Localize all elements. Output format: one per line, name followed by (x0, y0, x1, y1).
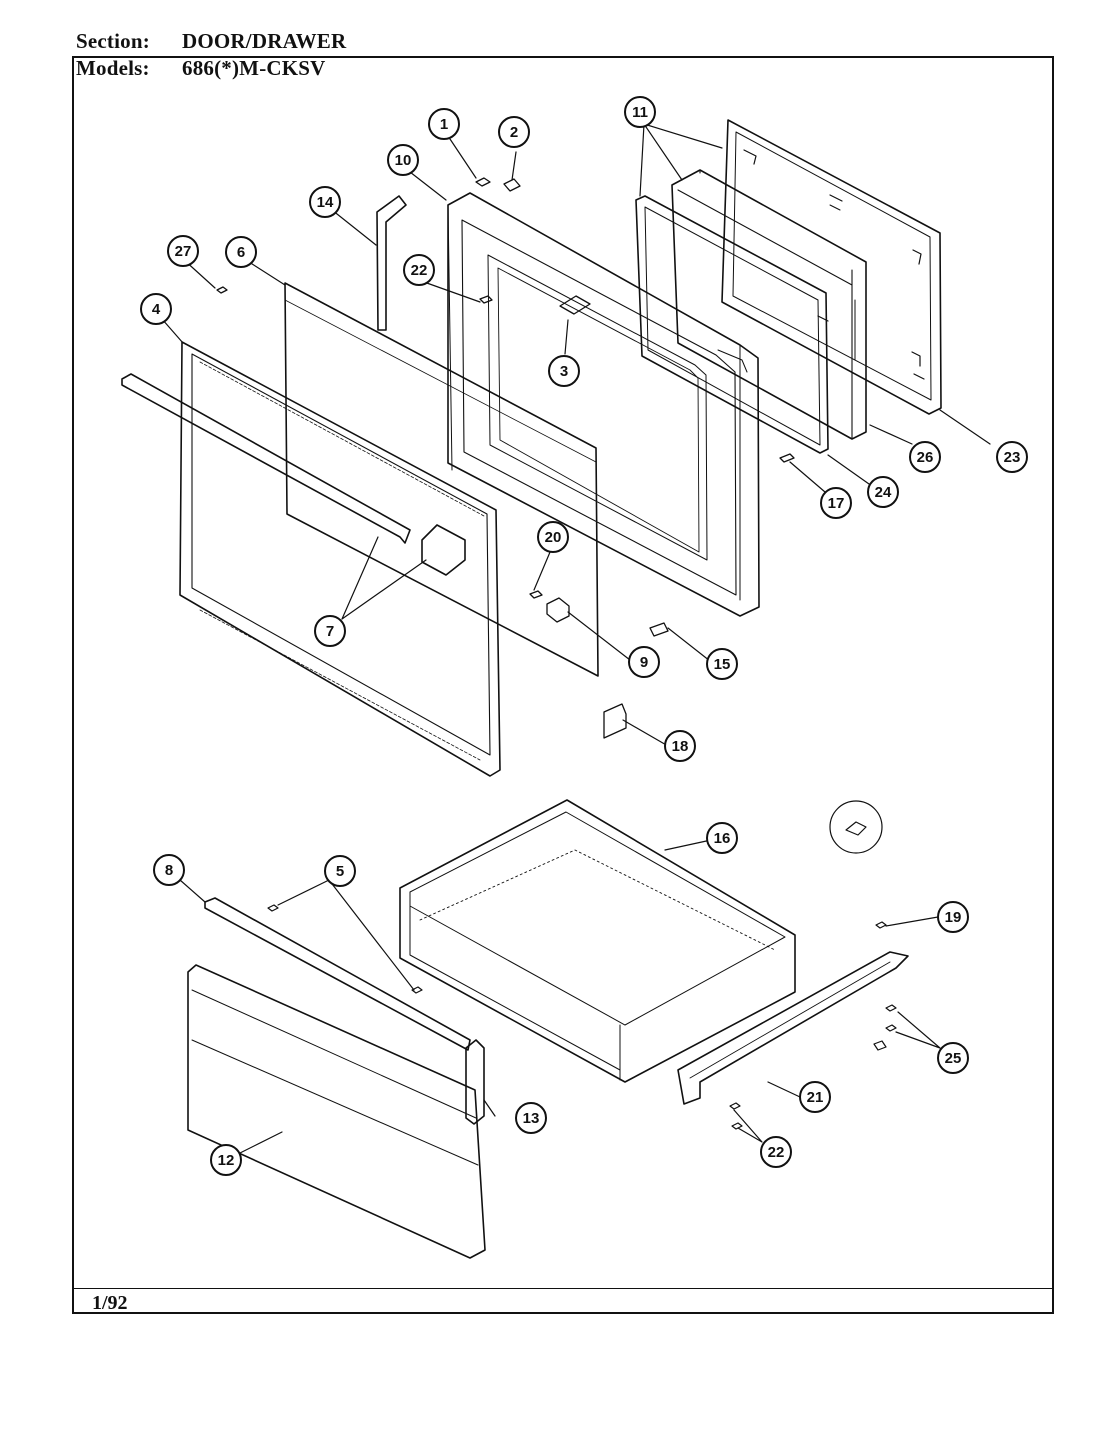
callout-bubble (799, 1081, 831, 1113)
callout-number: 1 (440, 116, 448, 133)
part-10-door-liner (447, 192, 760, 617)
callout-bubble (167, 235, 199, 267)
models-value: 686(*)M-CKSV (182, 56, 326, 80)
revision-date: 1/92 (92, 1292, 128, 1314)
callout-number: 11 (632, 104, 648, 121)
callout-bubble (867, 476, 899, 508)
callout-number: 14 (317, 194, 334, 211)
callout-number: 26 (917, 449, 934, 466)
callout-number: 3 (560, 363, 568, 380)
part-14-trim-strip (376, 195, 407, 331)
callout-number: 7 (326, 623, 334, 640)
callout-number: 24 (875, 484, 892, 501)
callout-number: 5 (336, 863, 344, 880)
callout-number: 20 (545, 529, 562, 546)
callout-bubble (624, 96, 656, 128)
callout-bubble (498, 116, 530, 148)
callout-bubble (515, 1102, 547, 1134)
callout-number: 22 (411, 262, 428, 279)
callout-bubble (706, 822, 738, 854)
callout-bubble (706, 648, 738, 680)
callout-number: 10 (395, 152, 412, 169)
leader-lines (161, 123, 991, 1155)
footer-divider (72, 1288, 1054, 1289)
callout-number: 25 (945, 1050, 962, 1067)
callout-number: 23 (1004, 449, 1021, 466)
part-12-drawer-front (187, 964, 486, 1259)
part-24-inner-glass (635, 195, 829, 454)
part-7-handle (121, 373, 466, 576)
callout-bubble (937, 901, 969, 933)
callout-bubble (996, 441, 1028, 473)
callout-number: 4 (152, 301, 161, 318)
part-16-drawer-body (399, 799, 796, 1083)
small-hardware (216, 177, 795, 739)
callout-number: 22 (768, 1144, 785, 1161)
callout-bubble (820, 487, 852, 519)
part-13-end-cap (465, 1039, 485, 1125)
callout-bubble (314, 615, 346, 647)
models-label: Models: (76, 56, 150, 80)
callout-bubble (760, 1136, 792, 1168)
callout-number: 21 (807, 1089, 824, 1106)
drawer-hardware (267, 800, 897, 1130)
callout-bubble (309, 186, 341, 218)
callout-bubble (548, 355, 580, 387)
callout-bubble (324, 855, 356, 887)
section-label: Section: (76, 29, 150, 53)
diagram-frame (72, 56, 1054, 1314)
callout-number: 2 (510, 124, 518, 141)
callout-bubble (387, 144, 419, 176)
callout-bubble (628, 646, 660, 678)
callout-bubble (909, 441, 941, 473)
callout-number: 17 (828, 495, 845, 512)
callout-number: 12 (218, 1152, 235, 1169)
callout-number: 13 (523, 1110, 540, 1127)
callout-number: 8 (165, 862, 173, 879)
callout-bubble (153, 854, 185, 886)
callout-number: 15 (714, 656, 731, 673)
part-23-rear-panel (721, 119, 942, 415)
callout-number: 6 (237, 244, 245, 261)
callout-number: 16 (714, 830, 731, 847)
callout-bubble (937, 1042, 969, 1074)
callout-bubble (140, 293, 172, 325)
callout-bubble (210, 1144, 242, 1176)
callout-bubble (537, 521, 569, 553)
callout-bubble (403, 254, 435, 286)
callout-number: 18 (672, 738, 689, 755)
callout-number: 19 (945, 909, 962, 926)
part-26-insulation (671, 169, 867, 440)
part-6-door-glass (284, 282, 599, 677)
part-21-drawer-slide (677, 951, 909, 1105)
callout-bubble (225, 236, 257, 268)
callout-number: 27 (175, 243, 192, 260)
callout-bubble (664, 730, 696, 762)
section-title: DOOR/DRAWER (182, 29, 347, 53)
part-4-outer-door-frame (179, 341, 501, 777)
callout-bubble (428, 108, 460, 140)
callout-number: 9 (640, 654, 648, 671)
